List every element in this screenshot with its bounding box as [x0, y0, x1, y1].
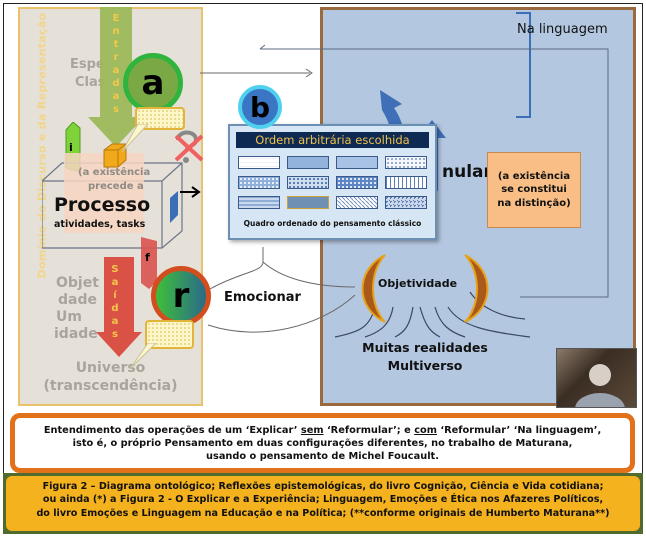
entradas-arrow	[88, 7, 144, 147]
cube-icon	[103, 143, 127, 168]
arrow-letter: a	[112, 65, 120, 76]
existencia-note: (a existência se constitui na distinção)	[487, 152, 581, 228]
grid-title: Ordem arbitrária escolhida	[236, 132, 429, 148]
caption-line-3: do livro Emoções e Linguagem na Educação…	[36, 507, 610, 519]
grid-caption: Quadro ordenado do pensamento clássico	[243, 219, 422, 228]
uma-realidade-label-2: idade	[54, 326, 98, 342]
pattern-cell	[336, 156, 378, 169]
summary-sem: sem	[300, 425, 324, 436]
uma-realidade-label: Um	[56, 309, 82, 325]
summary-part: ‘Reformular’ ‘Na linguagem’,	[436, 425, 602, 436]
arrow-letter: s	[112, 329, 118, 340]
badge-b: b	[238, 85, 282, 129]
processo-title: Processo	[54, 194, 151, 216]
arrow-letter: n	[112, 26, 120, 37]
tag-f-shape	[141, 237, 157, 289]
pattern-cell	[287, 196, 329, 209]
summary-part: ‘Reformular’; e	[323, 425, 415, 436]
webcam-video-thumbnail	[556, 348, 637, 425]
pattern-cell	[385, 156, 427, 169]
pattern-cell	[336, 196, 378, 209]
arrow-letter: a	[111, 316, 119, 327]
arrow-right-icon	[180, 186, 201, 198]
arrow-letter: s	[113, 104, 119, 115]
arrow-letter: d	[112, 78, 120, 89]
arrow-letter: r	[113, 52, 119, 63]
arrow-letter: d	[111, 303, 119, 314]
muitas-realidades-label: Muitas realidades	[362, 340, 488, 355]
caption-line-1: Figura 2 – Diagrama ontológico; Reflexõe…	[42, 481, 604, 492]
universo-label: Universo	[75, 360, 146, 376]
arrow-letter: a	[112, 91, 120, 102]
pattern-cell	[287, 156, 329, 169]
presenter-icon	[575, 364, 625, 425]
transcendencia-label: (transcendência)	[43, 378, 178, 394]
pattern-cell	[238, 156, 280, 169]
note-line-3: na distinção)	[497, 197, 571, 209]
na-linguagem-label: Na linguagem	[517, 22, 608, 37]
summary-line-1: Entendimento das operações de um ‘Explic…	[15, 424, 630, 437]
emocionar-label: Emocionar	[224, 290, 301, 305]
objetividade-faded-label: Objet	[56, 275, 99, 291]
pattern-cell	[385, 196, 427, 209]
pattern-cell	[287, 176, 329, 189]
especie-label: Espe	[70, 57, 105, 72]
connector-lines	[200, 12, 609, 338]
arrow-letter: E	[112, 13, 120, 24]
pattern-cell	[336, 176, 378, 189]
objetividade-brackets	[361, 254, 489, 323]
summary-part: Entendimento das operações de um ‘Explic…	[43, 425, 301, 436]
caption-line-2: ou ainda (*) a Figura 2 - O Explicar e a…	[42, 494, 604, 506]
speech-bubble-r-tail	[129, 343, 156, 370]
tag-i-label: i	[69, 141, 73, 154]
objetividade-faded-label-2: dade	[58, 292, 97, 308]
speech-bubble-a-tail	[121, 124, 149, 153]
existencia-text-2: precede a	[88, 181, 144, 192]
arrow-letter: t	[113, 39, 119, 50]
pattern-cell	[238, 196, 280, 209]
classica-label: Clas	[75, 75, 106, 90]
classical-order-grid: Ordem arbitrária escolhida Quadro ordena…	[228, 124, 437, 240]
note-line-2: se constitui	[501, 184, 567, 196]
summary-line-2: isto é, o próprio Pensamento em duas con…	[72, 438, 573, 450]
summary-com: com	[414, 425, 437, 436]
note-line-1: (a existência	[497, 170, 571, 182]
speech-bubble-a	[135, 107, 185, 130]
figure-caption: Figura 2 – Diagrama ontológico; Reflexõe…	[6, 476, 640, 531]
crossed-question-icon	[174, 130, 204, 163]
arrow-letter: a	[111, 277, 119, 288]
saidas-arrow	[96, 257, 142, 357]
pattern-cell	[385, 176, 427, 189]
processo-subtitle: atividades, tasks	[54, 219, 146, 230]
arrow-letter: S	[111, 264, 119, 275]
objetividade-label: Objetividade	[378, 277, 458, 290]
badge-r: r	[151, 266, 211, 326]
arrow-letter: í	[113, 290, 117, 301]
pattern-cell	[238, 176, 280, 189]
tag-f-label: f	[145, 251, 150, 264]
reformular-text: nular	[442, 162, 492, 182]
summary-box: Entendimento das operações de um ‘Explic…	[10, 413, 635, 473]
badge-a: a	[123, 53, 183, 113]
existencia-text-1: (a existência	[78, 167, 151, 178]
multiverso-label: Multiverso	[387, 358, 463, 373]
summary-line-3: usando o pensamento de Michel Foucault.	[206, 451, 439, 463]
